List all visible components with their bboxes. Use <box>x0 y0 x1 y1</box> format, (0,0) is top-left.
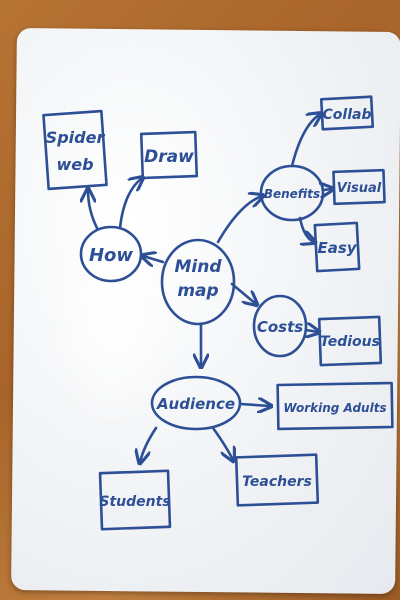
node-mind-map-line1: Mind <box>174 257 222 277</box>
edge-center-benefits <box>216 196 262 244</box>
node-teachers-label: Teachers <box>242 474 312 490</box>
node-mind-map: Mind map <box>160 238 236 326</box>
node-how-label: How <box>89 245 133 266</box>
node-draw: Draw <box>139 130 199 180</box>
node-audience: Audience <box>150 375 242 431</box>
edge-audience-students <box>140 426 158 462</box>
node-working-adults: Working Adults <box>276 381 394 431</box>
node-spider-web-line1: Spider <box>46 128 106 147</box>
node-working-adults-label: Working Adults <box>283 401 386 415</box>
edge-benefits-visual <box>323 189 332 190</box>
node-students: Students <box>98 469 172 531</box>
node-costs-label: Costs <box>257 318 303 336</box>
node-costs: Costs <box>252 294 308 358</box>
node-teachers: Teachers <box>234 453 320 507</box>
node-tedious: Tedious <box>317 315 383 367</box>
node-spider-web-line2: web <box>56 155 93 174</box>
node-benefits-label: Benefits <box>264 187 320 201</box>
node-visual-label: Visual <box>337 181 382 196</box>
edge-benefits-collab <box>290 114 320 168</box>
edge-benefits-easy <box>298 216 314 242</box>
edge-center-costs <box>230 282 256 304</box>
node-spider-web: Spider web <box>42 109 108 191</box>
node-students-label: Students <box>99 494 170 510</box>
node-tedious-label: Tedious <box>320 334 380 350</box>
node-easy: Easy <box>313 221 361 273</box>
node-collab: Collab <box>319 95 375 131</box>
node-collab-label: Collab <box>323 107 372 123</box>
node-visual: Visual <box>332 168 386 206</box>
node-how: How <box>79 225 143 283</box>
edge-how-spider-web <box>88 190 99 230</box>
node-easy-label: Easy <box>317 239 357 257</box>
edge-audience-teachers <box>211 426 233 460</box>
node-audience-label: Audience <box>156 395 235 413</box>
node-draw-label: Draw <box>144 147 194 167</box>
edge-audience-working-adults <box>239 404 270 406</box>
edge-center-how <box>143 256 165 262</box>
node-mind-map-line2: map <box>177 281 218 301</box>
edge-how-draw <box>118 178 142 230</box>
node-benefits: Benefits <box>259 164 325 222</box>
edge-costs-tedious <box>306 330 318 332</box>
